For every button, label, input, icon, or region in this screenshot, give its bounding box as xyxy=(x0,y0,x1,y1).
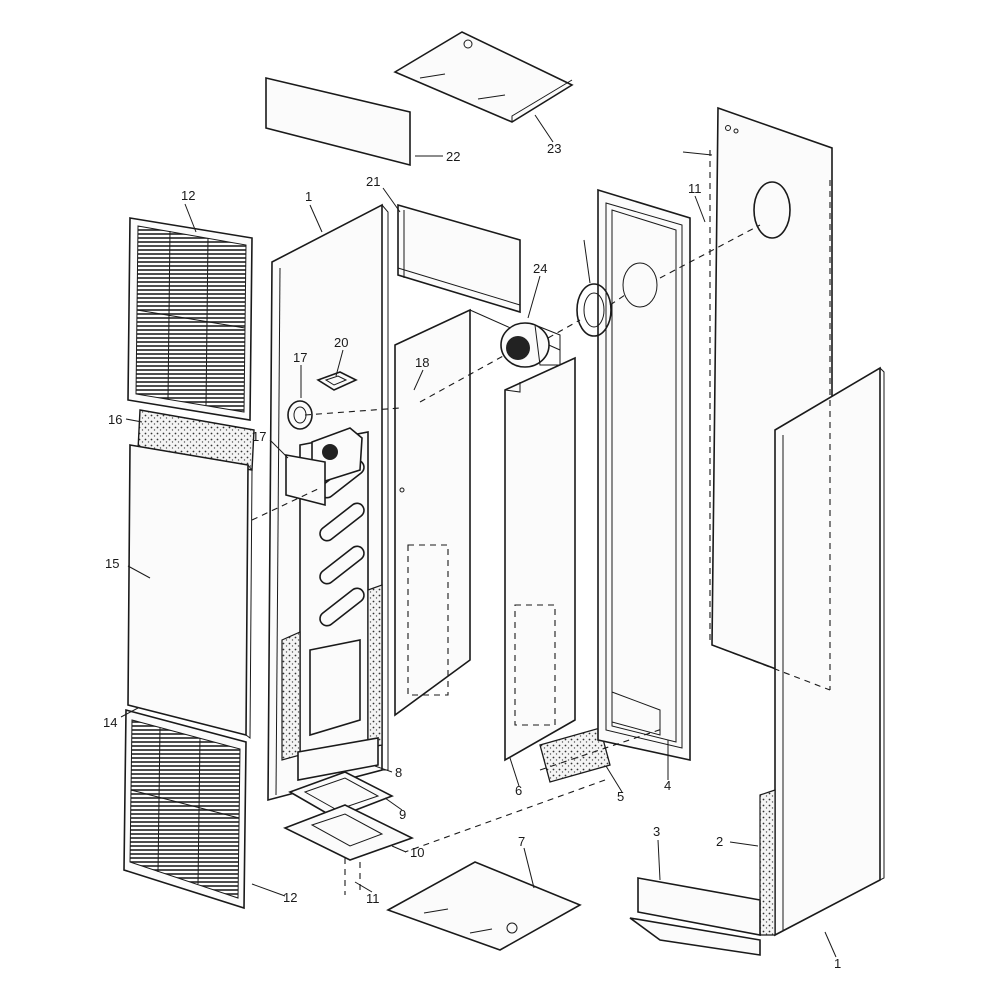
bracket-part xyxy=(316,371,358,391)
part-label-5: 5 xyxy=(617,789,624,804)
part-label-20: 22 xyxy=(446,149,460,164)
part-label-9: 9 xyxy=(399,807,406,822)
part-label-8: 8 xyxy=(395,765,402,780)
center-back-panel-part xyxy=(394,308,561,717)
kick-plate-part xyxy=(629,877,761,956)
burner-pan-part xyxy=(283,804,415,861)
part-label-2: 2 xyxy=(716,834,723,849)
part-label-4: 4 xyxy=(664,778,671,793)
part-label-6: 6 xyxy=(515,783,522,798)
bottom-cover-part xyxy=(386,861,582,951)
part-label-19: 21 xyxy=(366,174,380,189)
part-label-15: 16 xyxy=(108,412,122,427)
part-label-14: 15 xyxy=(105,556,119,571)
right-cabinet-side-part xyxy=(759,366,885,937)
lower-grille-part xyxy=(123,708,247,910)
bottom-strip-part xyxy=(539,727,611,783)
part-label-17-left: 17 xyxy=(293,350,307,365)
heat-exchanger-assembly xyxy=(281,427,383,761)
part-label-18: 20 xyxy=(334,335,348,350)
part-label-22: 24 xyxy=(533,261,547,276)
part-label-17-center: 18 xyxy=(415,355,429,370)
assembly-guide-lines xyxy=(251,150,831,895)
part-label-11-lower: 11 xyxy=(366,891,380,906)
front-door-panel-part xyxy=(127,444,253,739)
part-number-labels: 12 1 21 22 23 11 24 17 20 18 16 17 15 14… xyxy=(103,141,841,971)
inner-panel-part xyxy=(504,356,576,762)
base-plate-part xyxy=(297,737,379,781)
top-cover-part xyxy=(393,31,574,123)
duct-panel-part xyxy=(597,188,691,761)
part-label-3: 3 xyxy=(653,824,660,839)
part-label-16: 17 xyxy=(252,429,266,444)
part-label-21: 23 xyxy=(547,141,561,156)
part-label-13: 14 xyxy=(103,715,117,730)
part-label-1-right: 1 xyxy=(834,956,841,971)
top-plate-part xyxy=(397,203,521,314)
top-front-strip-part xyxy=(265,76,411,167)
blower-part xyxy=(500,322,561,368)
flange-ring-part xyxy=(576,283,612,337)
part-label-11-upper: 11 xyxy=(688,181,702,196)
part-label-7: 7 xyxy=(518,834,525,849)
part-label-12-lower: 12 xyxy=(283,890,297,905)
burner-tray-part xyxy=(288,771,394,819)
part-label-1-left: 1 xyxy=(305,189,312,204)
upper-grille-part xyxy=(127,217,253,421)
leader-lines xyxy=(120,114,837,958)
duct-opening xyxy=(622,262,658,308)
part-label-12-upper: 12 xyxy=(181,188,195,203)
part-label-10: 10 xyxy=(410,845,424,860)
